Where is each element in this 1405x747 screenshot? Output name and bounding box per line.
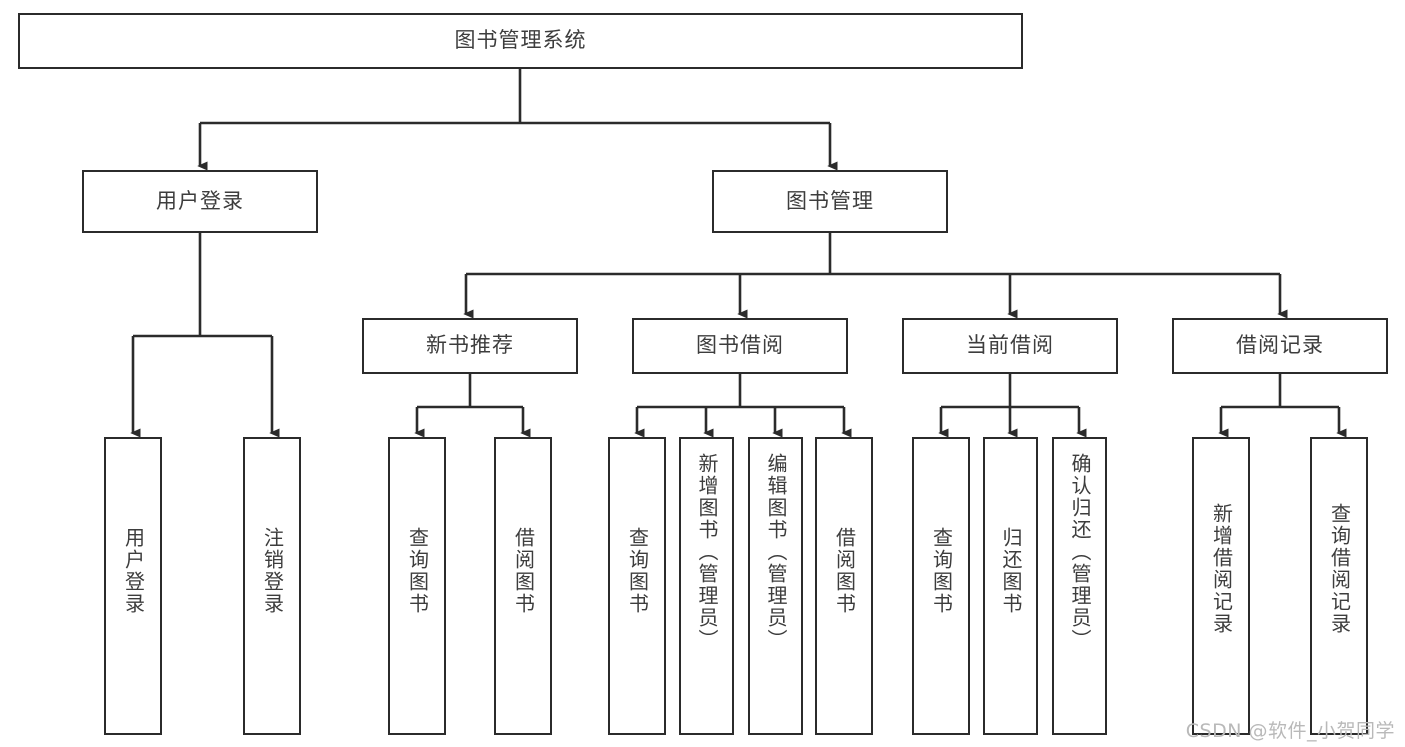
node-label: 图书管理 [786, 188, 874, 213]
leaf-record-add-borrow-record[interactable]: 新增借阅记录 [1192, 437, 1250, 735]
node-label: 查询图书 [625, 527, 650, 615]
node-root-system[interactable]: 图书管理系统 [18, 13, 1023, 69]
node-label: 编辑图书（管理员） [764, 453, 788, 651]
node-current-borrow[interactable]: 当前借阅 [902, 318, 1118, 374]
node-label: 借阅记录 [1236, 333, 1324, 358]
node-label: 注销登录 [260, 527, 285, 615]
node-user-login[interactable]: 用户登录 [82, 170, 318, 233]
node-label: 查询借阅记录 [1327, 503, 1352, 635]
watermark: CSDN @软件_小贺同学 [1185, 720, 1395, 742]
node-label: 新增图书（管理员） [695, 453, 719, 651]
node-label: 查询图书 [405, 527, 430, 615]
leaf-record-query-borrow-record[interactable]: 查询借阅记录 [1310, 437, 1368, 735]
leaf-user-logout[interactable]: 注销登录 [243, 437, 301, 735]
leaf-borrow-query-book[interactable]: 查询图书 [608, 437, 666, 735]
node-label: 确认归还（管理员） [1068, 453, 1092, 651]
node-label: 查询图书 [929, 527, 954, 615]
leaf-borrow-add-book-admin[interactable]: 新增图书（管理员） [679, 437, 734, 735]
node-label: 用户登录 [121, 527, 146, 615]
node-label: 借阅图书 [511, 527, 536, 615]
leaf-borrow-borrow-book[interactable]: 借阅图书 [815, 437, 873, 735]
leaf-borrow-edit-book-admin[interactable]: 编辑图书（管理员） [748, 437, 803, 735]
leaf-current-confirm-return-admin[interactable]: 确认归还（管理员） [1052, 437, 1107, 735]
leaf-current-query-book[interactable]: 查询图书 [912, 437, 970, 735]
node-label: 新书推荐 [426, 333, 514, 358]
node-label: 用户登录 [156, 188, 244, 213]
node-label: 新增借阅记录 [1209, 503, 1234, 635]
leaf-recommend-borrow-book[interactable]: 借阅图书 [494, 437, 552, 735]
node-label: 图书管理系统 [454, 28, 587, 53]
node-label: 图书借阅 [696, 333, 784, 358]
node-label: 当前借阅 [966, 333, 1054, 358]
node-book-borrow[interactable]: 图书借阅 [632, 318, 848, 374]
leaf-user-login[interactable]: 用户登录 [104, 437, 162, 735]
node-label: 借阅图书 [832, 527, 857, 615]
node-book-management[interactable]: 图书管理 [712, 170, 948, 233]
node-new-book-recommend[interactable]: 新书推荐 [362, 318, 578, 374]
leaf-current-return-book[interactable]: 归还图书 [983, 437, 1038, 735]
leaf-recommend-query-book[interactable]: 查询图书 [388, 437, 446, 735]
node-label: 归还图书 [999, 527, 1023, 615]
node-borrow-record[interactable]: 借阅记录 [1172, 318, 1388, 374]
